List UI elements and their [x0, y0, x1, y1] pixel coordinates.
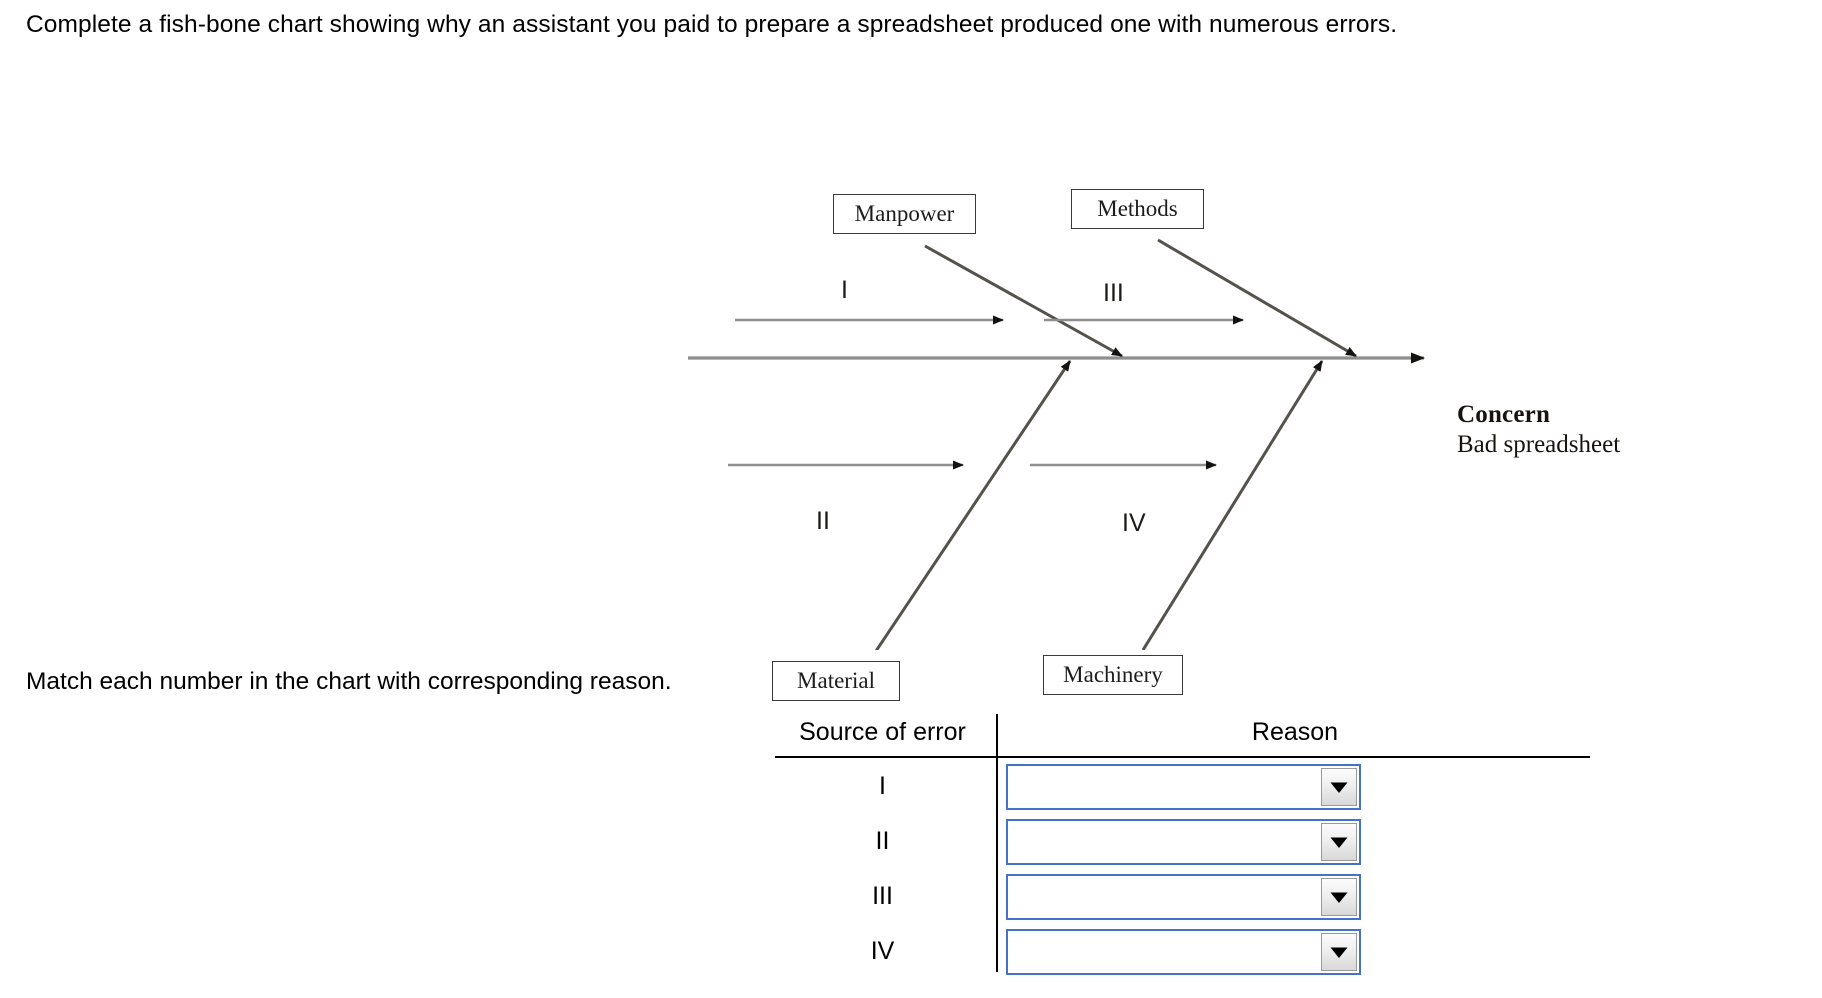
chevron-down-icon[interactable] [1321, 933, 1357, 971]
category-box-machinery: Machinery [1043, 655, 1183, 695]
bone-manpower [924, 244, 1123, 358]
bone-methods [1157, 238, 1357, 358]
bone-machinery [1141, 360, 1324, 650]
reason-dropdown-1[interactable] [1006, 764, 1361, 810]
match-instruction: Match each number in the chart with corr… [26, 668, 672, 695]
row-source-label: II [875, 827, 890, 855]
question-prompt: Complete a fish-bone chart showing why a… [26, 11, 1398, 38]
bone-number-1: I [841, 276, 848, 304]
row-source-label: IV [870, 937, 895, 965]
row-source-label: III [872, 882, 893, 910]
table-vertical-divider [996, 714, 998, 972]
effect-heading: Concern [1457, 401, 1551, 428]
table-header-rule [775, 756, 1590, 758]
category-box-material: Material [772, 661, 900, 701]
bone-number-4: IV [1122, 509, 1146, 537]
table-row: IV [775, 929, 1595, 979]
table-row: I [775, 764, 1595, 814]
table-row: II [775, 819, 1595, 869]
reason-dropdown-3[interactable] [1006, 874, 1361, 920]
chevron-down-icon[interactable] [1321, 878, 1357, 916]
fishbone-diagram: Manpower Methods Material Machinery I II… [0, 80, 1700, 701]
reason-dropdown-2[interactable] [1006, 819, 1361, 865]
category-box-methods: Methods [1071, 189, 1204, 229]
bone-number-3: III [1103, 279, 1124, 307]
category-box-manpower: Manpower [833, 194, 976, 234]
match-table: Source of error Reason I II III IV [775, 714, 1595, 979]
fishbone-lines [688, 238, 1425, 650]
effect-value: Bad spreadsheet [1457, 430, 1621, 458]
reason-dropdown-4[interactable] [1006, 929, 1361, 975]
table-row: III [775, 874, 1595, 924]
effect-label: Concern Bad spreadsheet [1457, 400, 1620, 459]
column-header-reason: Reason [1251, 718, 1339, 746]
chevron-down-icon[interactable] [1321, 823, 1357, 861]
row-source-label: I [879, 772, 886, 800]
column-header-source: Source of error [799, 718, 966, 746]
bone-material [874, 360, 1072, 650]
bone-number-2: II [816, 507, 830, 535]
chevron-down-icon[interactable] [1321, 768, 1357, 806]
